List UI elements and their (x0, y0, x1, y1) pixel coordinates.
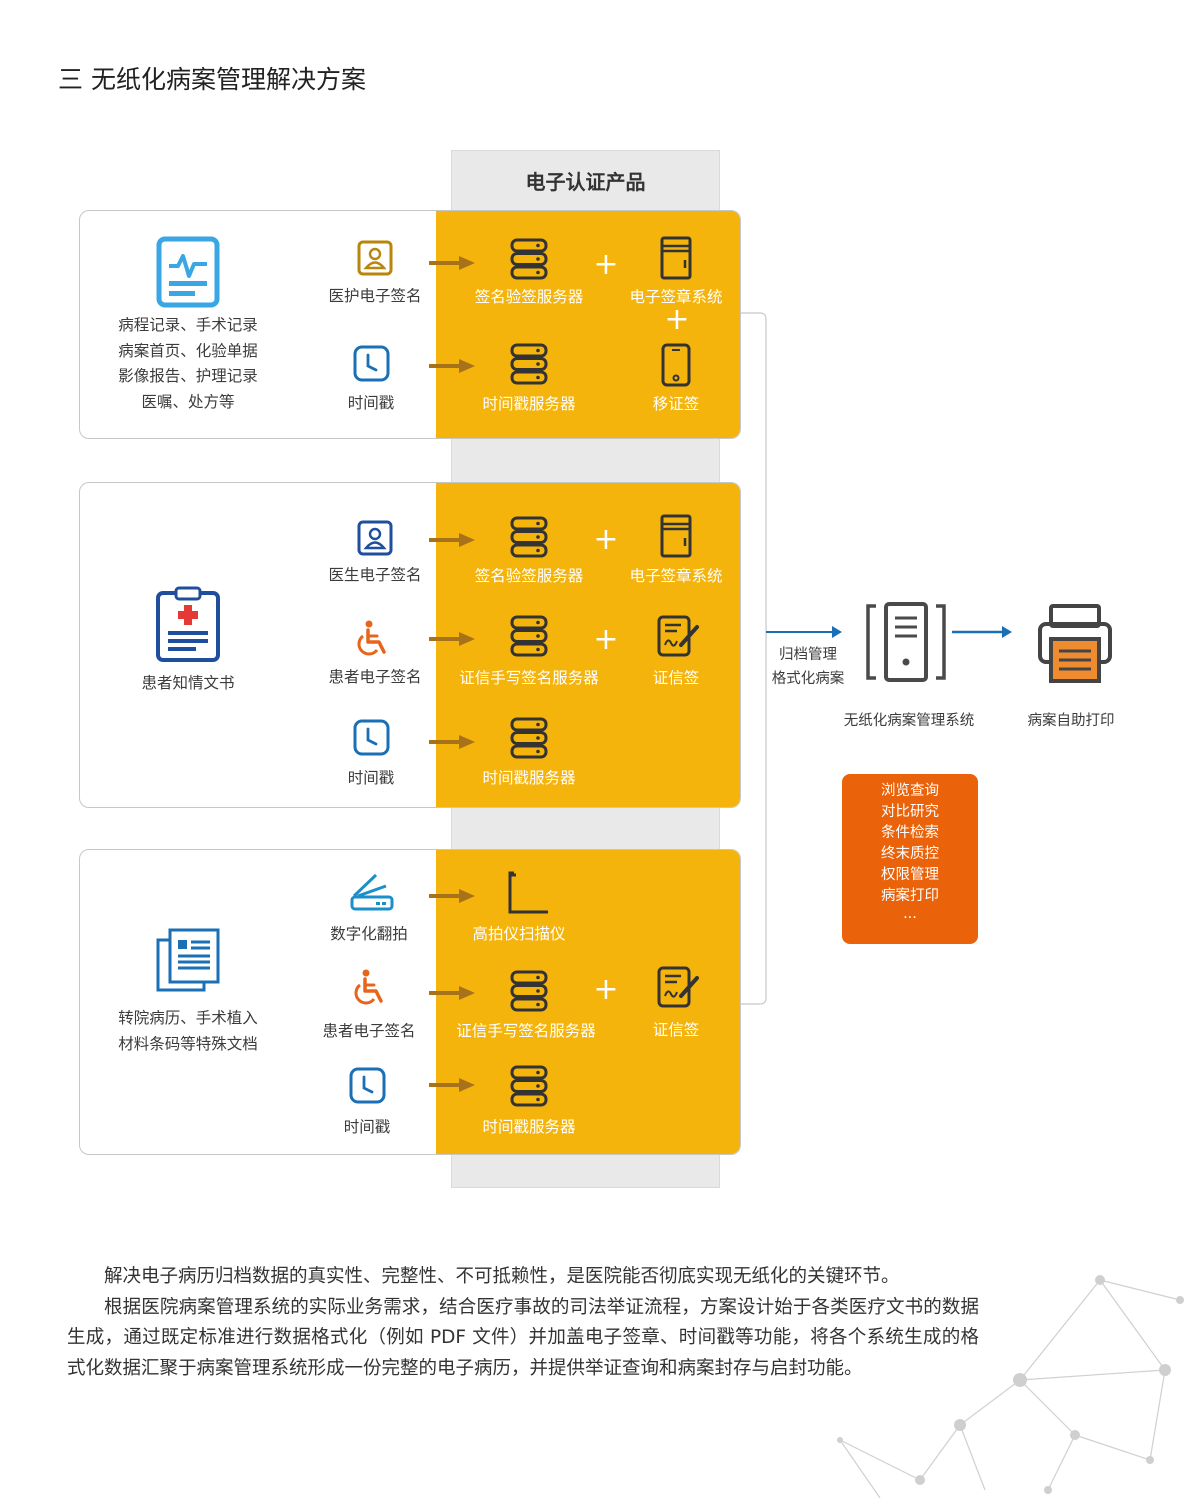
clock-icon (349, 1067, 386, 1104)
description-text: 解决电子病历归档数据的真实性、完整性、不可抵赖性，是医院能否彻底实现无纸化的关键… (67, 1262, 979, 1384)
feature-item: 权限管理 (881, 867, 939, 883)
server-label: 时间戳服务器 (482, 1118, 576, 1136)
handwriting-tablet-icon (657, 966, 699, 1008)
feature-item: 浏览查询 (881, 783, 939, 799)
feature-item: 病案打印 (881, 888, 939, 904)
archive-label: 归档管理 格式化病案 (760, 643, 856, 691)
paragraph: 根据医院病案管理系统的实际业务需求，结合医疗事故的司法举证流程，方案设计始于各类… (67, 1296, 979, 1379)
server-icon (510, 343, 548, 385)
decorative-network-graphic (837, 1275, 1184, 1498)
product-label: 证信签 (652, 669, 700, 687)
clipboard-medical-icon (156, 586, 220, 662)
feature-item: 条件检索 (881, 825, 939, 841)
page-title: 三 无纸化病案管理解决方案 (58, 65, 366, 94)
signer-label: 数字化翻拍 (330, 925, 408, 943)
product-label: 电子签章系统 (629, 567, 723, 585)
server-label: 高拍仪扫描仪 (472, 925, 566, 943)
arrow-right-icon (429, 533, 475, 547)
server-label: 签名验签服务器 (474, 567, 584, 585)
signer-label: 时间戳 (347, 769, 395, 787)
server-icon (510, 717, 548, 759)
panels-connector (740, 312, 842, 1005)
features-box: 浏览查询 对比研究 条件检索 终末质控 权限管理 病案打印 ... (842, 774, 978, 944)
arrow-right-icon (429, 632, 475, 646)
clock-icon (353, 719, 390, 756)
server-icon (510, 238, 548, 280)
document-camera-icon (508, 871, 548, 914)
server-label: 证信手写签名服务器 (456, 1022, 596, 1040)
management-system-server-icon (866, 602, 946, 682)
server-label: 时间戳服务器 (482, 395, 576, 413)
panel3-document-list: 转院病历、手术植入 材料条码等特殊文档 (99, 1006, 277, 1057)
handwriting-tablet-icon (657, 615, 699, 657)
mobile-phone-icon (661, 343, 691, 387)
doctor-id-icon (357, 520, 393, 556)
feature-item: 对比研究 (881, 804, 939, 820)
cabinet-icon (660, 236, 692, 280)
signer-label: 医护电子签名 (328, 287, 422, 305)
wheelchair-icon (357, 620, 386, 656)
feature-item: ... (903, 906, 917, 922)
panel-informed-consent (79, 482, 741, 808)
plus-icon: + (664, 302, 690, 337)
plus-icon: + (593, 972, 619, 1007)
printer-icon (1038, 604, 1112, 683)
plus-icon: + (593, 522, 619, 557)
arrow-right-icon (429, 889, 475, 903)
archive-label-line: 归档管理 (779, 647, 837, 663)
medical-record-icon (156, 236, 220, 308)
feature-item: 终末质控 (881, 846, 939, 862)
plus-icon: + (593, 247, 619, 282)
arrow-right-icon (429, 256, 475, 270)
product-label: 电子签章系统 (629, 288, 723, 306)
document-item: 患者知情文书 (141, 674, 235, 692)
cabinet-icon (660, 514, 692, 558)
system-label: 无纸化病案管理系统 (843, 713, 975, 729)
document-item: 转院病历、手术植入 (118, 1009, 258, 1027)
document-item: 病程记录、手术记录 (118, 316, 258, 334)
scanner-icon (350, 873, 394, 911)
server-label: 签名验签服务器 (474, 288, 584, 306)
panel1-document-list: 病程记录、手术记录 病案首页、化验单据 影像报告、护理记录 医嘱、处方等 (99, 313, 277, 415)
clock-icon (353, 345, 390, 382)
arrow-right-icon (429, 986, 475, 1000)
signer-label: 医生电子签名 (328, 566, 422, 584)
server-label: 证信手写签名服务器 (459, 669, 599, 687)
arrow-right-icon (429, 1078, 475, 1092)
server-icon (510, 516, 548, 558)
id-card-icon (357, 240, 393, 276)
signer-label: 患者电子签名 (328, 668, 422, 686)
products-column-header: 电子认证产品 (525, 170, 646, 194)
server-label: 时间戳服务器 (482, 769, 576, 787)
signer-label: 患者电子签名 (322, 1022, 416, 1040)
signer-label: 时间戳 (343, 1118, 391, 1136)
product-label: 移证签 (652, 395, 700, 413)
document-item: 材料条码等特殊文档 (118, 1034, 258, 1053)
panel-special-documents (79, 849, 741, 1155)
document-item: 病案首页、化验单据 (118, 341, 258, 360)
arrow-right-icon (429, 735, 475, 749)
server-icon (510, 1065, 548, 1107)
paragraph: 解决电子病历归档数据的真实性、完整性、不可抵赖性，是医院能否彻底实现无纸化的关键… (104, 1266, 900, 1287)
document-item: 医嘱、处方等 (141, 392, 235, 411)
server-icon (510, 615, 548, 657)
documents-stack-icon (156, 928, 220, 992)
wheelchair-icon (354, 969, 383, 1005)
archive-label-line: 格式化病案 (771, 671, 845, 687)
arrow-right-icon (429, 359, 475, 373)
print-label: 病案自助打印 (1027, 713, 1115, 729)
document-item: 影像报告、护理记录 (118, 367, 258, 385)
flow-arrow-icon (952, 626, 1012, 638)
plus-icon: + (593, 622, 619, 657)
signer-label: 时间戳 (347, 394, 395, 412)
product-label: 证信签 (652, 1021, 700, 1039)
server-icon (510, 970, 548, 1012)
